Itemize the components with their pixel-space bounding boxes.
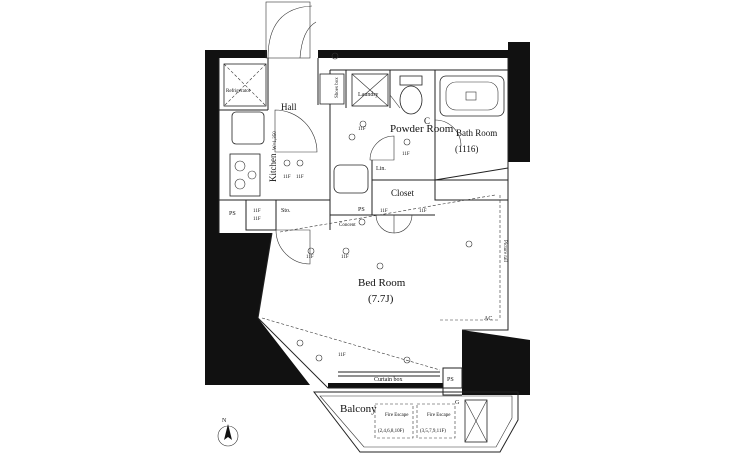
interior-doors [274, 94, 462, 265]
shoes-box [319, 73, 345, 105]
hall-label: Hall [281, 102, 297, 112]
fixture-label: 11F [338, 353, 346, 358]
g-mark: G [455, 400, 460, 406]
fire-escape-hatch-2 [416, 403, 456, 439]
ps-label-1: PS [229, 211, 236, 217]
fixture-11f-labels: 11F 11F 11F 11F 11F 11F 11F 11F 11F 11F … [253, 127, 427, 358]
fire-escape-floors-1: (2,4,6,8,10F) [378, 429, 404, 434]
toilet [399, 85, 423, 115]
ps-label-3: PS [447, 377, 454, 383]
fire-escape-label-2: Fire Escape [427, 413, 451, 418]
bed-size-label: (7.7J) [368, 293, 394, 305]
linen-label: Lin. [376, 166, 386, 172]
bath-size-label: (1116) [455, 144, 478, 154]
kitchen-label: Kitchen [268, 153, 278, 182]
balcony-outline [312, 371, 519, 453]
entrance-door [265, 1, 317, 59]
storage-label: Sto. [281, 208, 291, 214]
fixture-label: 11F [296, 175, 304, 180]
refrigerator-label: Refrigerator [226, 89, 251, 94]
ps-label-2: PS [358, 207, 365, 213]
bathtub [439, 75, 505, 117]
room-labels: Refrigerator Hall Kitchen W=1,350 Shoes … [226, 77, 507, 434]
fixture-label: 11F [341, 255, 349, 260]
curtain-box-label: Curtain box [374, 377, 403, 383]
ac-label: AC [484, 316, 492, 322]
fixture-label: 11F [358, 127, 366, 132]
north-arrow: N [217, 418, 239, 447]
fixture-label: 11F [283, 175, 291, 180]
fixture-label: 11F [253, 209, 261, 214]
cooktop [229, 153, 261, 197]
bedroom-details [261, 194, 501, 371]
picture-rail-label: Picture rail [502, 240, 507, 263]
closet-label: Closet [391, 188, 415, 198]
c-mark: C [424, 116, 430, 126]
fixtures [223, 63, 505, 443]
fixture-label: 11F [419, 209, 427, 214]
bed-room-label: Bed Room [358, 277, 406, 289]
concent-label: Concent [339, 223, 356, 228]
refrigerator-space [223, 63, 267, 107]
fixture-label: 11F [380, 209, 388, 214]
bath-room-label: Bath Room [456, 128, 497, 138]
fire-escape-label-1: Fire Escape [385, 413, 409, 418]
fire-escape-hatch-1 [374, 403, 414, 439]
fixture-label: 11F [402, 152, 410, 157]
light-fixtures [283, 52, 473, 364]
kitchen-width-label: W=1,350 [273, 131, 278, 150]
wash-basin [333, 164, 369, 194]
structural-walls [205, 42, 530, 395]
balcony-label: Balcony [340, 403, 377, 415]
fixture-label: 11F [306, 255, 314, 260]
north-label: N [222, 418, 227, 424]
laundry-label: Laundry [358, 92, 378, 98]
powder-room-label: Powder Room [390, 123, 454, 135]
fire-escape-floors-2: (3,5,7,9,11F) [420, 429, 446, 434]
kitchen-sink [231, 111, 265, 145]
shoes-box-label: Shoes box [335, 77, 340, 98]
fixture-label: 11F [253, 217, 261, 222]
